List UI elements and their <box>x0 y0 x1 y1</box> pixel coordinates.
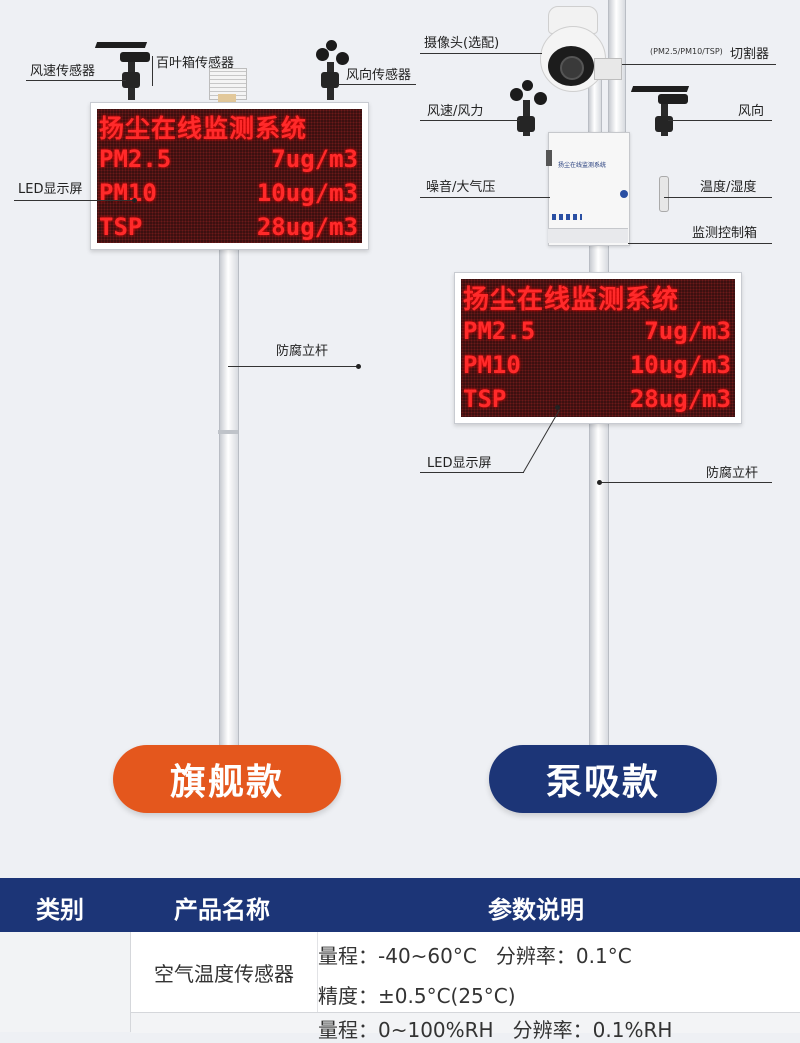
pm-cutter <box>594 58 622 80</box>
callout-line <box>664 197 772 198</box>
label-temp-humidity: 温度/湿度 <box>700 180 757 195</box>
label-camera: 摄像头(选配) <box>424 36 500 51</box>
left-led-row-value: 28ug/m3 <box>256 213 358 241</box>
callout-line <box>228 366 358 367</box>
left-led-row-name: PM10 <box>99 179 157 207</box>
category-cell <box>0 932 131 1032</box>
label-cutter-suffix: 切割器 <box>730 47 770 62</box>
callout-dot <box>597 480 602 485</box>
left-led-row-pm25: PM2.5 7ug/m3 <box>99 145 358 173</box>
right-led-row-pm10: PM10 10ug/m3 <box>463 351 731 379</box>
label-right-led-display: LED显示屏 <box>427 456 492 471</box>
right-led-row-value: 7ug/m3 <box>644 317 731 345</box>
left-pole <box>219 248 239 748</box>
callout-line <box>420 53 542 54</box>
right-led-row-name: PM2.5 <box>463 317 536 345</box>
right-led-row-name: PM10 <box>463 351 521 379</box>
callout-line <box>420 120 520 121</box>
header-product-name: 产品名称 <box>174 896 270 924</box>
product-name-cell: 空气温度传感器 <box>131 932 317 1012</box>
label-anti-corrosion-pole: 防腐立杆 <box>276 344 329 359</box>
spec-line: 精度：±0.5°C(25°C) <box>318 984 516 1008</box>
right-led-board: 扬尘在线监测系统 PM2.5 7ug/m3 PM10 10ug/m3 TSP 2… <box>454 272 742 424</box>
left-led-row-name: TSP <box>99 213 143 241</box>
right-led-row-pm25: PM2.5 7ug/m3 <box>463 317 731 345</box>
pump-suction-model-button[interactable]: 泵吸款 <box>489 745 717 813</box>
spec-line: 量程：0~100%RH 分辨率：0.1%RH <box>318 1018 673 1042</box>
callout-line <box>14 200 134 201</box>
control-box-text: 扬尘在线监测系统 <box>558 162 607 169</box>
label-cutter: (PM2.5/PM10/TSP) <box>650 47 723 56</box>
header-parameters: 参数说明 <box>488 896 584 924</box>
right-led-row-value: 28ug/m3 <box>629 385 731 413</box>
label-wind-direction: 风向 <box>738 104 765 119</box>
left-led-row-tsp: TSP 28ug/m3 <box>99 213 358 241</box>
callout-dot <box>555 405 560 410</box>
label-led-display: LED显示屏 <box>18 182 83 197</box>
right-led-row-value: 10ug/m3 <box>629 351 731 379</box>
right-led-screen: 扬尘在线监测系统 PM2.5 7ug/m3 PM10 10ug/m3 TSP 2… <box>461 279 735 417</box>
label-control-box: 监测控制箱 <box>692 226 758 241</box>
label-wind-speed-sensor: 风速传感器 <box>30 64 96 79</box>
left-led-row-name: PM2.5 <box>99 145 172 173</box>
right-led-row-name: TSP <box>463 385 507 413</box>
table-row <box>131 1012 800 1033</box>
temp-humidity-probe <box>659 176 669 212</box>
callout-dot <box>356 364 361 369</box>
callout-line <box>628 243 772 244</box>
left-led-board: 扬尘在线监测系统 PM2.5 7ug/m3 PM10 10ug/m3 TSP 2… <box>90 102 369 250</box>
header-category: 类别 <box>36 896 84 924</box>
callout-dot <box>132 198 137 203</box>
cell-divider <box>317 932 318 1012</box>
label-noise-pressure: 噪音/大气压 <box>426 180 496 195</box>
label-wind-speed-force: 风速/风力 <box>427 104 484 119</box>
callout-line <box>622 64 776 65</box>
callout-line <box>668 120 772 121</box>
label-right-anti-corrosion-pole: 防腐立杆 <box>706 466 759 481</box>
flagship-model-button[interactable]: 旗舰款 <box>113 745 341 813</box>
left-led-row-pm10: PM10 10ug/m3 <box>99 179 358 207</box>
right-led-row-tsp: TSP 28ug/m3 <box>463 385 731 413</box>
callout-line <box>26 80 126 81</box>
spec-line: 量程：-40~60°C 分辨率：0.1°C <box>318 944 632 968</box>
left-pole-joint <box>218 430 238 434</box>
callout-line <box>600 482 772 483</box>
callout-line <box>338 84 416 85</box>
left-led-screen: 扬尘在线监测系统 PM2.5 7ug/m3 PM10 10ug/m3 TSP 2… <box>97 109 362 243</box>
label-wind-direction-sensor: 风向传感器 <box>346 68 412 83</box>
left-led-row-value: 10ug/m3 <box>256 179 358 207</box>
left-led-row-value: 7ug/m3 <box>271 145 358 173</box>
callout-line <box>152 56 153 86</box>
right-led-title: 扬尘在线监测系统 <box>463 285 680 315</box>
callout-line <box>420 472 524 473</box>
spec-table-header: 类别 产品名称 参数说明 <box>0 878 800 932</box>
label-louver-box-sensor: 百叶箱传感器 <box>156 56 235 71</box>
callout-line <box>420 197 550 198</box>
left-led-title: 扬尘在线监测系统 <box>99 114 308 143</box>
